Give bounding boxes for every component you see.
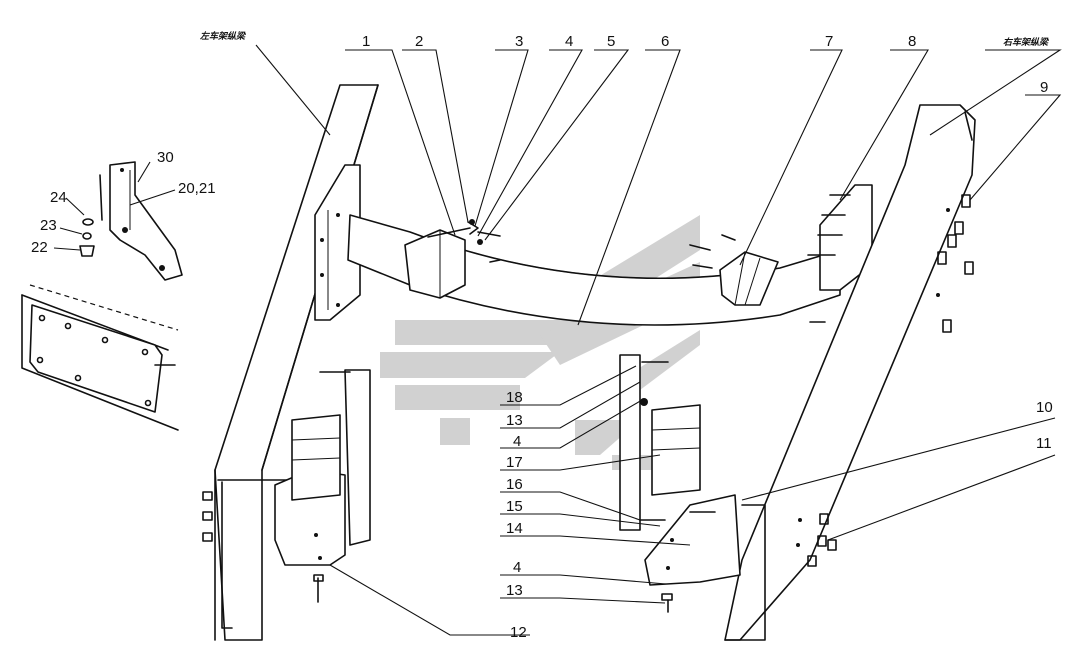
callout-4-lower: 4 <box>513 559 521 576</box>
left-frame-rail-label: 左车架纵梁 <box>200 31 246 42</box>
callout-12: 12 <box>510 624 527 641</box>
callout-15: 15 <box>506 498 523 515</box>
callout-4-middle: 4 <box>513 433 521 450</box>
left-mounting-plate <box>314 164 361 321</box>
callout-22: 22 <box>31 239 48 256</box>
callout-5: 5 <box>607 33 615 50</box>
callout-14: 14 <box>506 520 523 537</box>
callout-4: 4 <box>565 33 573 50</box>
inset-detail-bracket <box>79 161 183 281</box>
right-frame-rail <box>724 104 976 641</box>
inset-detail-rail <box>21 284 179 431</box>
callout-1: 1 <box>362 33 370 50</box>
callout-13-upper: 13 <box>506 412 523 429</box>
callout-30: 30 <box>157 149 174 166</box>
callout-16: 16 <box>506 476 523 493</box>
callout-11: 11 <box>1036 435 1052 452</box>
callout-numbers: 1 2 3 4 5 6 7 8 9 10 11 12 18 13 4 17 16… <box>31 33 1053 641</box>
callout-6: 6 <box>661 33 669 50</box>
callout-20-21: 20,21 <box>178 180 216 197</box>
right-frame-rail-label: 右车架纵梁 <box>1003 37 1049 48</box>
callout-7: 7 <box>825 33 833 50</box>
right-bracket-assembly <box>689 234 779 306</box>
callout-9: 9 <box>1040 79 1048 96</box>
right-lower-mount <box>619 354 741 613</box>
leader-lines <box>53 44 1062 636</box>
callout-24: 24 <box>50 189 67 206</box>
callout-3: 3 <box>515 33 523 50</box>
callout-23: 23 <box>40 217 57 234</box>
callout-10: 10 <box>1036 399 1053 416</box>
right-mounting-plate <box>807 184 873 323</box>
left-bracket-assembly <box>404 219 501 299</box>
callout-13-lower: 13 <box>506 582 523 599</box>
callout-17: 17 <box>506 454 523 471</box>
callout-8: 8 <box>908 33 916 50</box>
callout-18: 18 <box>506 389 523 406</box>
frame-rail-labels: 左车架纵梁 右车架纵梁 <box>200 31 1049 48</box>
left-lower-mount <box>202 369 371 603</box>
callout-2: 2 <box>415 33 423 50</box>
